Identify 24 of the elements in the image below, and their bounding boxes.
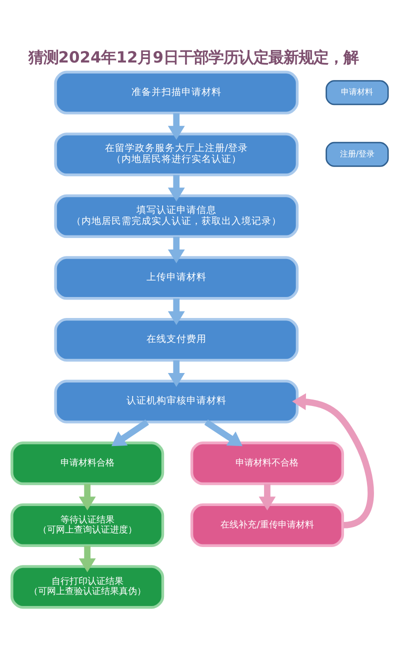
node-box: 等待认证结果 （可网上查询认证进度） bbox=[10, 502, 164, 546]
node-box: 自行打印认证结果 （可网上查验认证结果真伪） bbox=[10, 564, 164, 608]
node-box: 填写认证申请信息 （内地居民需完成实人认证，获取出入境记录） bbox=[54, 194, 299, 238]
node-box: 准备并扫描申请材料 bbox=[54, 70, 299, 114]
arrow bbox=[168, 112, 185, 140]
node-box: 申请材料 bbox=[326, 80, 389, 105]
node-box: 申请材料不合格 bbox=[190, 441, 344, 485]
arrow bbox=[168, 236, 185, 263]
node-box: 在线补充/重传申请材料 bbox=[190, 502, 344, 546]
node-box: 上传申请材料 bbox=[54, 256, 299, 300]
node-box: 在留学政务服务大厅上注册/登录 （内地居民将进行实名认证） bbox=[54, 132, 299, 176]
arrow bbox=[78, 483, 96, 510]
diagram-title: 猜测2024年12月9日干部学历认定最新规定，解 bbox=[28, 48, 358, 66]
arrow bbox=[258, 483, 276, 510]
arrow bbox=[112, 418, 149, 446]
node-box: 申请材料合格 bbox=[10, 441, 164, 485]
arrow bbox=[204, 418, 242, 446]
node-box: 认证机构审核申请材料 bbox=[54, 379, 299, 423]
arrow bbox=[168, 298, 185, 325]
node-box: 在线支付费用 bbox=[54, 317, 299, 362]
arrow bbox=[168, 360, 185, 386]
node-box: 注册/登录 bbox=[326, 141, 389, 166]
arrow bbox=[168, 174, 185, 201]
arrow bbox=[78, 545, 96, 572]
